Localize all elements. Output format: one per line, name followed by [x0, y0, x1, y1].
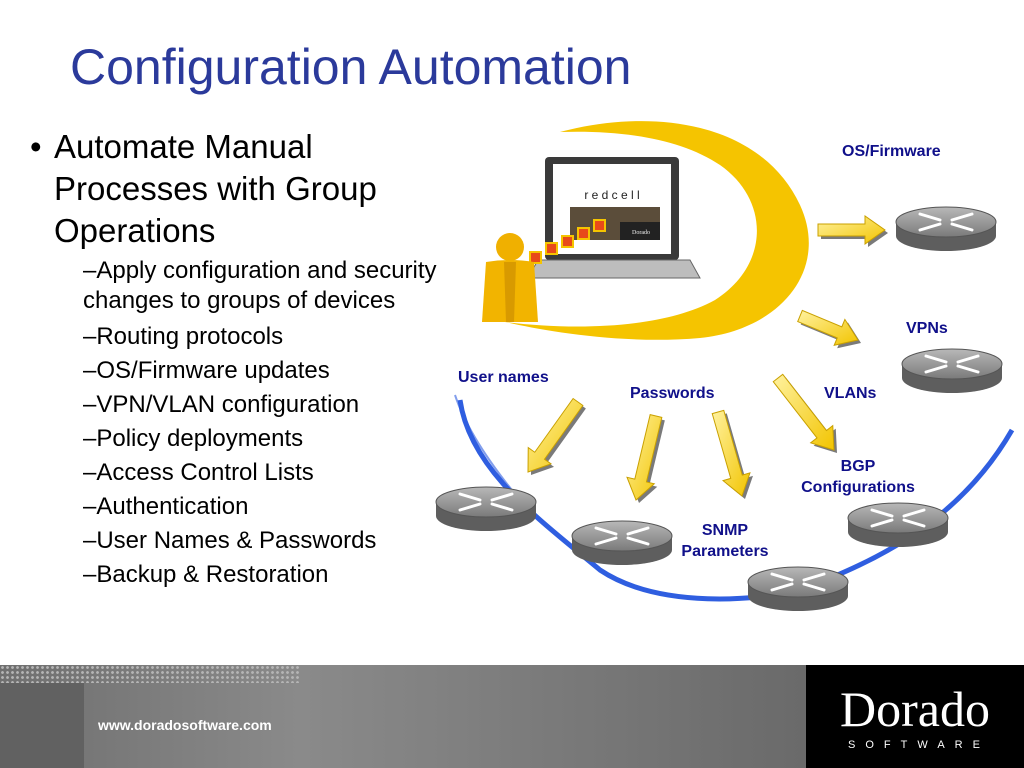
- router-os-firmware-icon: [895, 206, 997, 251]
- sub-bullet-item: –User Names & Passwords: [83, 527, 377, 554]
- label-snmp-parameters: SNMP Parameters: [681, 522, 769, 560]
- footer-bar: www.doradosoftware.com Dorado SOFTWARE: [0, 665, 1024, 768]
- arrow-user-names-icon: [527, 397, 586, 475]
- arrow-snmp-icon: [711, 409, 753, 499]
- label-user-names: User names: [458, 369, 549, 386]
- sub-bullet-item: –Authentication: [83, 493, 249, 520]
- administrator-icon: [482, 233, 538, 322]
- label-passwords: Passwords: [630, 385, 715, 402]
- logo-subtitle: SOFTWARE: [848, 739, 990, 751]
- router-user-names-icon: [435, 486, 537, 531]
- config-packets: [529, 219, 606, 264]
- main-bullet: • Automate Manual Processes with Group O…: [30, 126, 510, 252]
- label-bgp-configurations: BGP Configurations: [801, 458, 915, 496]
- router-passwords-icon: [571, 520, 673, 565]
- slide-title: Configuration Automation: [70, 39, 632, 95]
- logo-word: Dorado: [840, 681, 990, 737]
- footer-url-link[interactable]: www.doradosoftware.com: [98, 717, 272, 733]
- arrow-bgp-icon: [772, 373, 837, 453]
- bullet-list: • Automate Manual Processes with Group O…: [30, 126, 510, 592]
- sub-bullet-item: –Policy deployments: [83, 425, 304, 452]
- router-bgp-icon: [847, 502, 949, 547]
- router-snmp-icon: [747, 566, 849, 611]
- arrow-vpns-icon: [797, 309, 861, 349]
- arrow-os-firmware-icon: [817, 215, 888, 247]
- screen-brand-text: r e d c e l l: [584, 188, 639, 202]
- sub-bullet-item: –Access Control Lists: [83, 459, 314, 486]
- label-vpns: VPNs: [906, 320, 948, 337]
- bullet-dot-icon: •: [30, 128, 42, 165]
- sub-bullet-item: –Backup & Restoration: [83, 561, 329, 588]
- sub-bullet-item: –VPN/VLAN configuration: [83, 391, 360, 418]
- network-diagram: r e d c e l l Dorado: [435, 121, 1015, 611]
- sub-bullet-list: –Apply configuration and security change…: [30, 256, 510, 592]
- label-os-firmware: OS/Firmware: [842, 143, 941, 160]
- sub-bullet-item: –OS/Firmware updates: [83, 357, 330, 384]
- sub-bullet-item: –Apply configuration and security change…: [83, 257, 437, 314]
- main-bullet-text: Automate Manual Processes with Group Ope…: [54, 128, 377, 249]
- screen-small-text: Dorado: [632, 230, 650, 236]
- label-vlans: VLANs: [824, 385, 877, 402]
- footer-strip: [0, 683, 84, 768]
- computer-icon: [527, 157, 701, 279]
- arrow-passwords-icon: [626, 414, 665, 503]
- network-arc-shadow: [454, 394, 521, 501]
- network-arc: [457, 399, 1015, 602]
- dorado-logo: Dorado SOFTWARE: [806, 665, 1024, 768]
- footer-background: www.doradosoftware.com: [0, 665, 806, 768]
- router-vpns-icon: [901, 348, 1003, 393]
- sub-bullet-item: –Routing protocols: [83, 323, 284, 350]
- footer-dot-pattern: [0, 665, 300, 683]
